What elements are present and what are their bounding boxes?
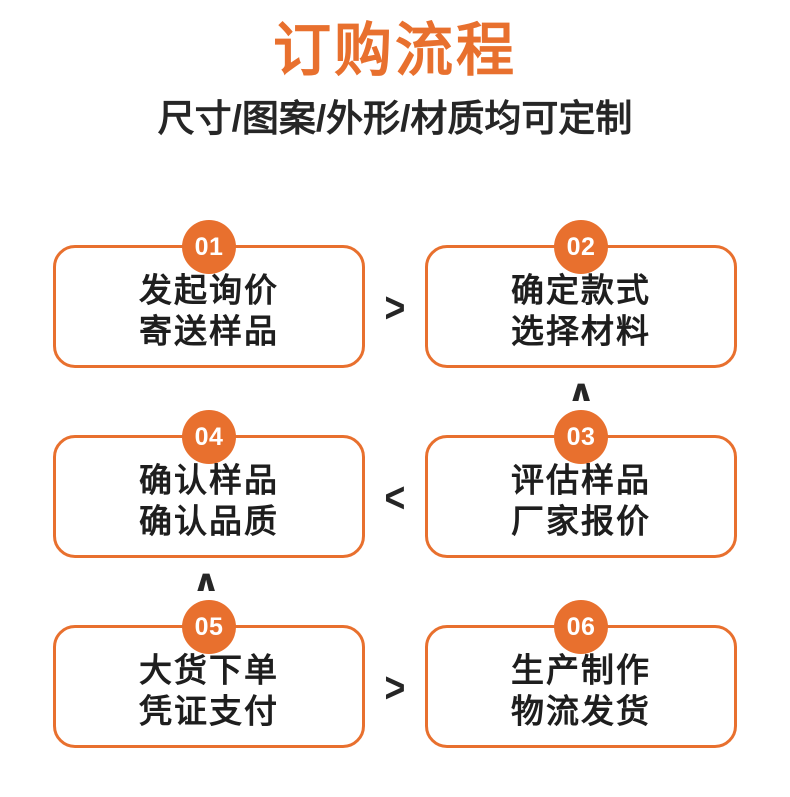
step-label-line2: 寄送样品 — [139, 311, 279, 349]
step-number-badge: 04 — [182, 410, 236, 464]
arrow-glyph: < — [384, 474, 406, 522]
step-body: 评估样品 厂家报价 — [428, 459, 734, 541]
step-label-line1: 大货下单 — [139, 650, 279, 688]
process-step-05[interactable]: 05 大货下单 凭证支付 — [53, 600, 365, 748]
arrow-up-icon-04-to-05: ∧ — [176, 567, 236, 597]
process-step-06[interactable]: 06 生产制作 物流发货 — [425, 600, 737, 748]
step-number-badge: 01 — [182, 220, 236, 274]
step-label-line1: 生产制作 — [511, 650, 651, 688]
process-step-01[interactable]: 01 发起询价 寄送样品 — [53, 220, 365, 368]
arrow-glyph: > — [384, 664, 406, 712]
step-number-badge: 06 — [554, 600, 608, 654]
step-label-line1: 评估样品 — [511, 460, 651, 498]
step-body: 发起询价 寄送样品 — [56, 269, 362, 351]
process-step-04[interactable]: 04 确认样品 确认品质 — [53, 410, 365, 558]
step-label-line1: 确认样品 — [139, 460, 279, 498]
process-flow: 01 发起询价 寄送样品 02 确定款式 选择材料 04 确认样品 确认品质 0… — [0, 205, 790, 797]
arrow-glyph: ∧ — [191, 565, 221, 598]
arrow-right-icon-01-to-02: > — [365, 287, 425, 330]
step-label-line1: 发起询价 — [139, 270, 279, 308]
step-body: 确定款式 选择材料 — [428, 269, 734, 351]
arrow-left-icon-03-to-04: < — [365, 477, 425, 520]
arrow-right-icon-05-to-06: > — [365, 667, 425, 710]
step-number-badge: 03 — [554, 410, 608, 464]
step-label-line2: 凭证支付 — [139, 691, 279, 729]
step-number-badge: 05 — [182, 600, 236, 654]
page-subtitle: 尺寸/图案/外形/材质均可定制 — [157, 98, 633, 139]
step-label-line2: 选择材料 — [511, 311, 651, 349]
arrow-glyph: ∧ — [566, 375, 596, 408]
step-body: 生产制作 物流发货 — [428, 649, 734, 731]
arrow-glyph: > — [384, 284, 406, 332]
step-body: 确认样品 确认品质 — [56, 459, 362, 541]
step-label-line2: 确认品质 — [139, 501, 279, 539]
process-step-03[interactable]: 03 评估样品 厂家报价 — [425, 410, 737, 558]
arrow-up-icon-02-to-03: ∧ — [551, 377, 611, 407]
step-number-badge: 02 — [554, 220, 608, 274]
step-label-line2: 物流发货 — [511, 691, 651, 729]
step-body: 大货下单 凭证支付 — [56, 649, 362, 731]
page-title: 订购流程 — [272, 18, 517, 83]
header: 订购流程 尺寸/图案/外形/材质均可定制 — [0, 0, 790, 142]
step-label-line2: 厂家报价 — [511, 501, 651, 539]
step-label-line1: 确定款式 — [511, 270, 651, 308]
process-step-02[interactable]: 02 确定款式 选择材料 — [425, 220, 737, 368]
